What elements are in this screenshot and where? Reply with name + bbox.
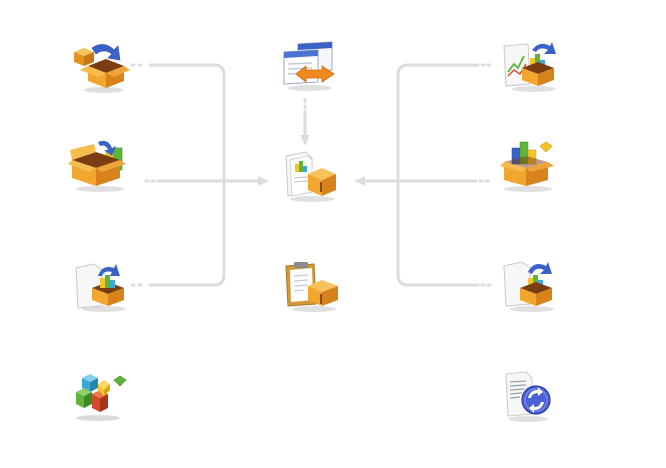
- import-box-node[interactable]: [70, 40, 134, 96]
- clipboard-package-node[interactable]: [280, 258, 344, 314]
- box-import-icon: [74, 44, 130, 93]
- chart-export-box-icon: [503, 42, 556, 92]
- browser-exchange-icon: [283, 41, 335, 91]
- central-package-node[interactable]: [278, 148, 342, 204]
- box-charts-icon: [68, 140, 126, 192]
- document-box-icon: [75, 263, 126, 312]
- insert-charts-box-node[interactable]: [68, 138, 132, 194]
- export-document-box-node[interactable]: [498, 258, 562, 314]
- package-document-icon: [285, 151, 336, 202]
- refresh-document-node[interactable]: [498, 368, 562, 424]
- data-blocks-node[interactable]: [70, 368, 134, 424]
- clipboard-package-icon: [285, 262, 338, 312]
- sync-browser-node[interactable]: [278, 38, 342, 94]
- charts-box-node[interactable]: [496, 138, 560, 194]
- document-refresh-icon: [505, 371, 551, 422]
- left-bracket-line: [148, 63, 226, 287]
- colored-blocks-icon: [76, 374, 127, 421]
- document-export-box-icon: [503, 261, 554, 312]
- document-box-node[interactable]: [70, 258, 134, 314]
- charts-box-icon: [500, 141, 554, 192]
- right-bracket-line: [396, 63, 480, 287]
- export-chart-box-node[interactable]: [498, 38, 562, 94]
